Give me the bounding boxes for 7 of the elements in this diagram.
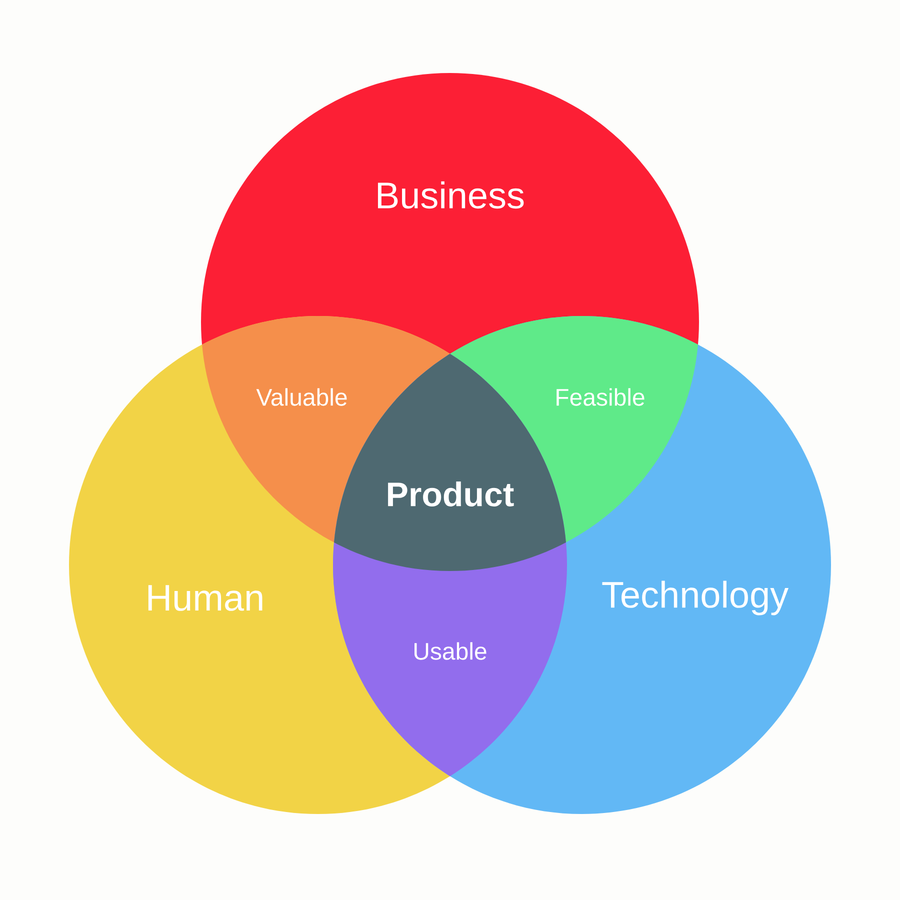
circle-label: Business bbox=[378, 181, 524, 209]
circle-label: Human bbox=[148, 585, 262, 611]
region-label: Feasible bbox=[556, 388, 644, 406]
region-label: Usable bbox=[414, 642, 486, 660]
circle-label: Technology bbox=[602, 580, 789, 616]
region-label: Valuable bbox=[256, 388, 347, 406]
region-label: Product bbox=[388, 482, 514, 506]
